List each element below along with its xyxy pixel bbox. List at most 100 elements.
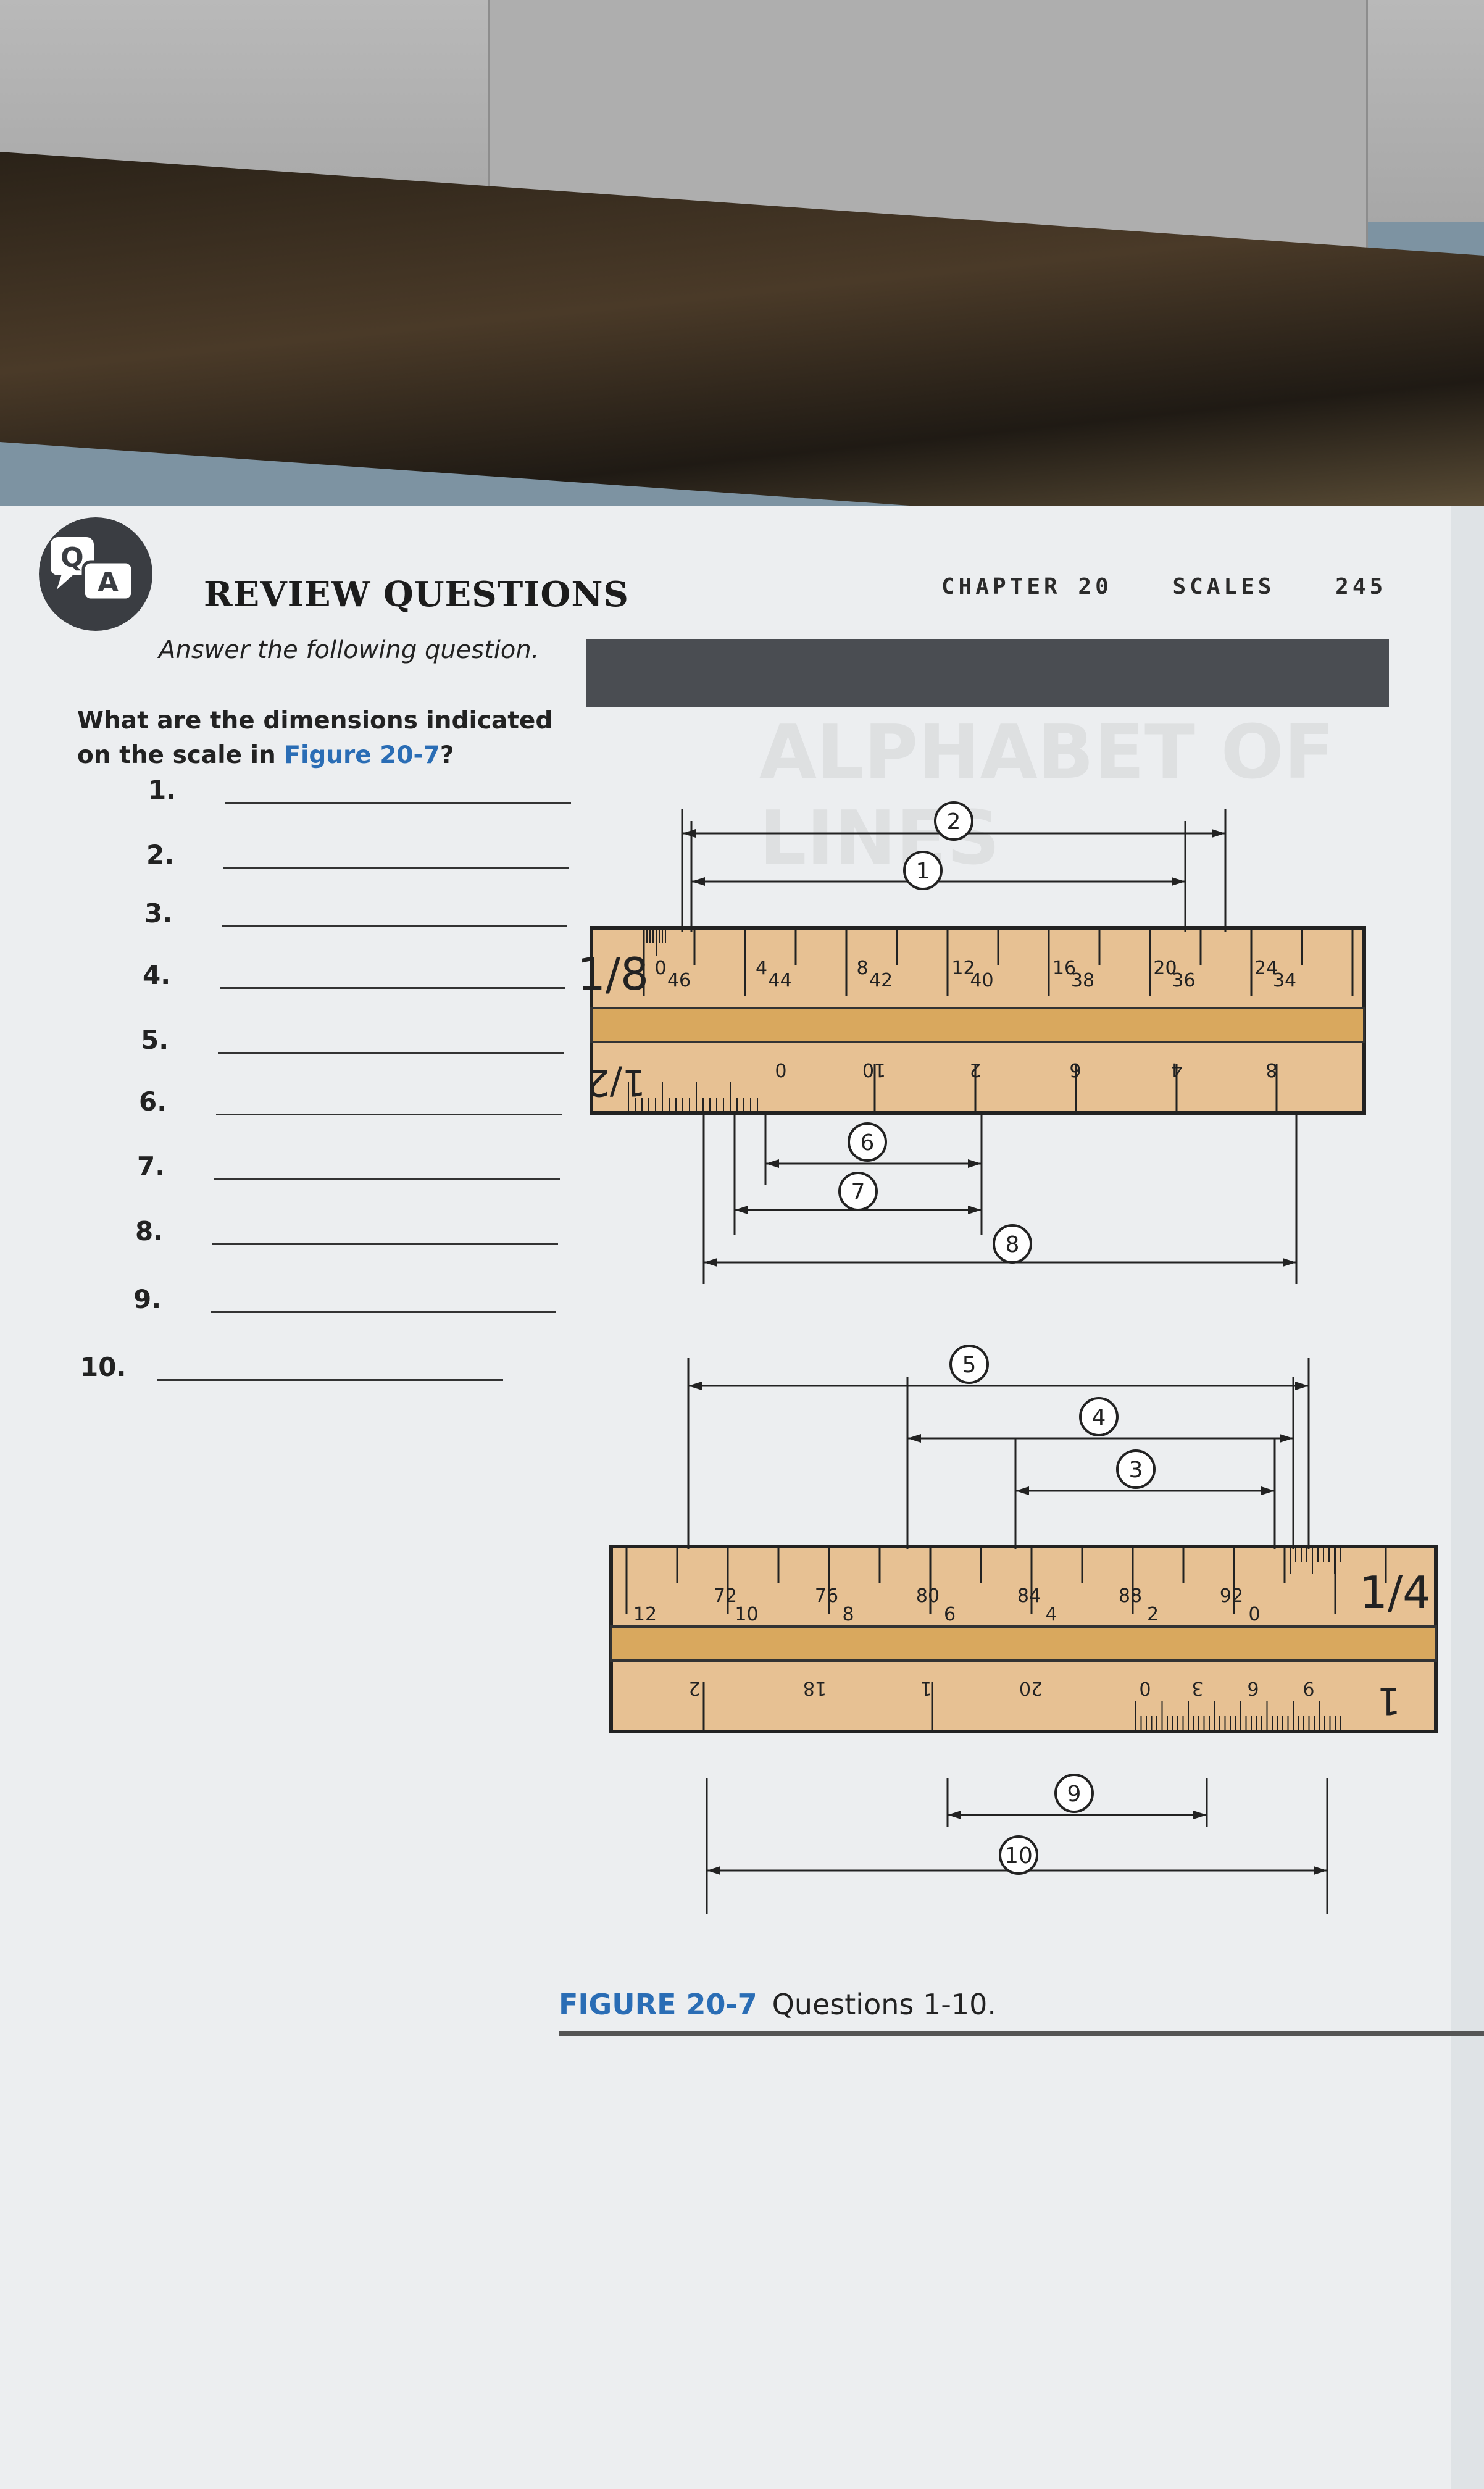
ruler-tick-label: 88 [1119,1585,1142,1607]
dimension-5: 5 [687,1345,1310,1549]
dimension-2: 2 [681,801,1227,932]
ruler-tick-label: 84 [1017,1585,1041,1607]
ruler-tick-label: 6 [1069,1059,1081,1080]
svg-text:A: A [98,567,119,598]
ruler-scale-label: 1 [1377,1679,1401,1722]
figure-label: FIGURE 20-7 [559,1988,757,2021]
dimension-10: 10 [706,1778,1328,1914]
ruler-tick-label: 20 [1019,1677,1043,1699]
page-number: 245 [1335,574,1387,599]
ruler-tick-label: 18 [803,1677,827,1699]
callout-number: 3 [1129,1457,1143,1483]
section-label: SCALES [1172,574,1275,599]
running-header: CHAPTER 20 SCALES 245 [941,574,1386,599]
ruler-tick-label: 6 [944,1604,956,1625]
callout-circle [1079,1397,1119,1436]
answer-item: 2. [146,840,578,870]
callout-circle [838,1172,878,1211]
ruler-groove [590,1007,1365,1043]
answer-item: 4. [143,960,575,990]
callout-number: 6 [861,1130,875,1156]
ruler-tick-label: 8 [1265,1059,1277,1080]
callout-circle [848,1122,887,1162]
figure-reference-link[interactable]: Figure 20-7 [284,741,440,769]
ruler-tick-label: 4 [1045,1604,1057,1625]
answer-item: 10. [80,1352,512,1382]
ruler-tick-label: 46 [667,970,691,991]
ruler-tick-label: 1 [920,1677,932,1699]
ruler-tick-label: 40 [970,970,993,991]
ruler-tick-label: 72 [714,1585,737,1607]
instruction-text: Answer the following question. [159,636,540,664]
ruler-tick-label: 0 [654,957,666,979]
answer-item: 5. [141,1025,573,1055]
ruler-scale-label: 1/8 [577,948,649,1000]
callout-number: 5 [962,1353,977,1378]
answer-blank[interactable] [220,987,565,989]
ruler-tick-label: 24 [1254,957,1278,979]
answer-blank[interactable] [222,925,567,927]
callout-circle [1116,1449,1156,1489]
answer-item: 1. [148,775,580,805]
ruler-tick-label: 44 [768,970,791,991]
ruler-tick-label: 38 [1071,970,1094,991]
answer-blank[interactable] [212,1243,558,1245]
answer-blank[interactable] [157,1379,503,1381]
ruler-tick-label: 2 [688,1677,700,1699]
callout-number: 8 [1006,1232,1020,1257]
callout-circle [903,851,943,890]
ruler-tick-label: 36 [1172,970,1195,991]
callout-number: 4 [1092,1405,1106,1430]
svg-text:Q: Q [60,542,83,573]
ruler-tick-label: 4 [756,957,767,979]
ruler-tick-label: 9 [1303,1677,1314,1699]
ruler-tick-label: 8 [842,1604,854,1625]
ruler-tick-label: 92 [1220,1585,1243,1607]
ruler-tick-label: 10 [862,1059,886,1080]
question-text: What are the dimensions indicated on the… [77,707,553,769]
ruler-tick-label: 2 [969,1059,981,1080]
dimension-6: 6 [764,1114,983,1185]
ruler-tick-label: 42 [869,970,893,991]
ruler-tick-label: 8 [856,957,868,979]
chapter-label: CHAPTER 20 [941,574,1112,599]
title-bar [586,639,1389,707]
callout-number: 7 [851,1180,865,1205]
answer-item: 3. [144,898,577,928]
callout-circle [993,1224,1032,1264]
ruler-tick-label: 6 [1247,1677,1259,1699]
answer-blank[interactable] [211,1311,556,1313]
callout-number: 2 [947,809,961,835]
ruler-tick-label: 12 [633,1604,657,1625]
dimension-8: 8 [702,1114,1298,1284]
figure-caption-text: Questions 1-10. [772,1988,996,2021]
ruler-tick-label: 80 [916,1585,940,1607]
dimension-9: 9 [946,1774,1208,1827]
page-edge [1451,506,1484,2489]
answer-blank[interactable] [214,1178,560,1180]
ruler-tick-label: 0 [775,1059,786,1080]
answer-item: 9. [133,1284,565,1314]
ruler-tick-label: 2 [1147,1604,1159,1625]
answer-item: 7. [137,1151,569,1182]
answer-blank[interactable] [223,867,569,869]
answer-blank[interactable] [216,1114,562,1115]
qa-badge-icon: Q A [39,517,152,631]
answer-blank[interactable] [225,802,571,804]
ruler-tick-label: 12 [951,957,975,979]
dimension-1: 1 [690,821,1186,932]
callout-number: 9 [1067,1782,1082,1807]
answer-blank[interactable] [218,1052,564,1054]
ruler-tick-label: 76 [815,1585,838,1607]
answer-item: 8. [135,1216,567,1246]
ruler-tick-label: 20 [1153,957,1177,979]
ruler-tick-label: 0 [1248,1604,1260,1625]
callout-circle [999,1835,1038,1875]
scale-ruler [609,1545,1438,1733]
ruler-tick-label: 10 [735,1604,758,1625]
answer-item: 6. [139,1086,571,1117]
textbook-page [0,506,1451,2489]
scale-ruler [590,926,1366,1115]
ruler-tick-label: 0 [1139,1677,1151,1699]
